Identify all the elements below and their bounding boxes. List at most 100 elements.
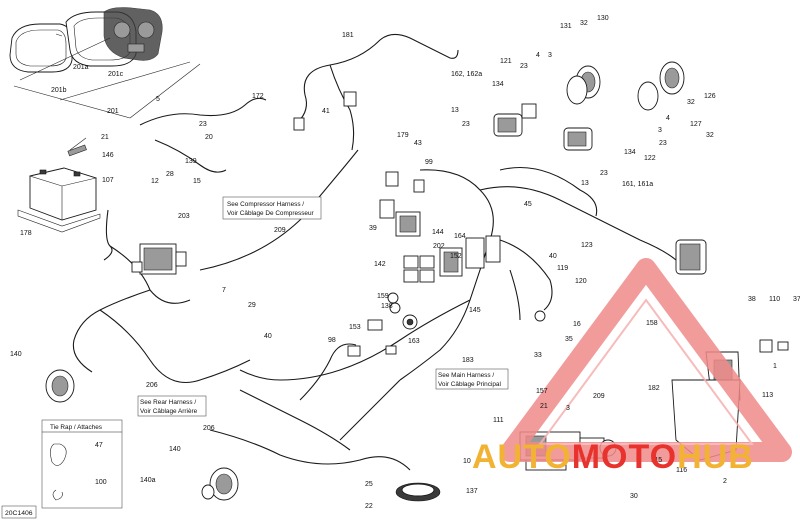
callout-c123: 123 — [581, 242, 593, 249]
tie-wrap-title: Tie Rap / Attaches — [50, 424, 102, 431]
callout-c140b: 140 — [169, 446, 181, 453]
callout-c206b: 206 — [203, 425, 215, 432]
callout-c20: 20 — [205, 134, 213, 141]
callout-c113: 113 — [762, 392, 773, 399]
callout-c111: 111 — [493, 417, 504, 424]
callout-c127: 127 — [690, 121, 702, 128]
callout-c28: 28 — [166, 171, 174, 178]
watermark-logo — [500, 258, 792, 462]
tie-wrap-box: Tie Rap / Attaches — [41, 419, 123, 509]
callout-c120: 120 — [575, 278, 587, 285]
callout-c140: 140 — [10, 351, 22, 358]
callout-c203: 203 — [178, 213, 190, 220]
svg-text:Voir Câblage Arrière: Voir Câblage Arrière — [140, 408, 198, 415]
watermark-text: AUTOMOTOHUB — [472, 438, 754, 476]
callout-c158: 158 — [646, 320, 658, 327]
callout-c23e: 23 — [659, 140, 667, 147]
callout-c12: 12 — [151, 178, 159, 185]
callout-c23d: 23 — [600, 170, 608, 177]
callout-c139: 139 — [185, 158, 197, 165]
callout-c162: 162, 162a — [451, 71, 482, 78]
callout-c3c: 3 — [566, 405, 570, 412]
instrument-cluster-assembly — [9, 7, 201, 119]
callout-c37: 37 — [793, 296, 800, 303]
callout-c43: 43 — [414, 140, 422, 147]
callout-c39: 39 — [369, 225, 377, 232]
callout-c23a: 23 — [199, 121, 207, 128]
svg-text:See Compressor Harness /: See Compressor Harness / — [227, 201, 304, 208]
callout-c131: 131 — [560, 23, 572, 30]
callout-c126: 126 — [704, 93, 716, 100]
note-main-harness: See Main Harness / Voir Câblage Principa… — [435, 368, 509, 390]
callout-c145: 145 — [469, 307, 481, 314]
callout-c7: 7 — [222, 287, 226, 294]
callout-c1: 1 — [773, 363, 777, 370]
callout-c40a: 40 — [549, 253, 557, 260]
callout-c179: 179 — [397, 132, 409, 139]
callout-c38: 38 — [748, 296, 756, 303]
callout-c21b: 21 — [540, 403, 548, 410]
callout-c4b: 4 — [666, 115, 670, 122]
svg-text:See Rear Harness /: See Rear Harness / — [140, 399, 196, 406]
callout-c10: 10 — [463, 458, 471, 465]
callout-c142: 142 — [374, 261, 386, 268]
callout-c201: 201 — [107, 108, 119, 115]
callout-c137: 137 — [466, 488, 478, 495]
svg-text:Voir Câblage Principal: Voir Câblage Principal — [438, 381, 501, 388]
callout-c134a: 134 — [492, 81, 504, 88]
callout-c4a: 4 — [536, 52, 540, 59]
callout-c157: 157 — [536, 388, 548, 395]
callout-c182: 182 — [648, 385, 660, 392]
callout-c146: 146 — [102, 152, 114, 159]
callout-c100: 100 — [95, 479, 107, 486]
callout-c159: 159 — [377, 293, 389, 300]
callout-c107: 107 — [102, 177, 114, 184]
callout-c25: 25 — [365, 481, 373, 488]
callout-c138: 138 — [381, 303, 393, 310]
callout-c3b: 3 — [658, 127, 662, 134]
battery-assembly — [17, 137, 101, 233]
callout-c33: 33 — [534, 352, 542, 359]
callout-c144: 144 — [432, 229, 444, 236]
callout-c21a: 21 — [101, 134, 109, 141]
callout-c153: 153 — [349, 324, 361, 331]
callout-c201a: 201a — [73, 64, 89, 71]
callout-c130: 130 — [597, 15, 609, 22]
callout-c122: 122 — [644, 155, 656, 162]
callout-c115: 115 — [651, 457, 662, 464]
callout-c181: 181 — [342, 32, 354, 39]
callout-c161: 161, 161a — [622, 181, 653, 188]
callout-c98: 98 — [328, 337, 336, 344]
callout-c5: 5 — [156, 96, 160, 103]
svg-text:See Main Harness /: See Main Harness / — [438, 372, 494, 379]
headlight-assemblies — [493, 61, 707, 322]
callout-c47: 47 — [95, 442, 103, 449]
callout-c2: 2 — [723, 478, 727, 485]
callout-c206a: 206 — [146, 382, 158, 389]
callout-c110: 110 — [769, 296, 780, 303]
callout-c201b: 201b — [51, 87, 67, 94]
module-203 — [131, 243, 187, 275]
callout-c178: 178 — [20, 230, 32, 237]
callout-c164: 164 — [454, 233, 466, 240]
svg-text:20C1406: 20C1406 — [5, 510, 33, 517]
callout-c209b: 209 — [593, 393, 605, 400]
callout-c119: 119 — [557, 265, 568, 272]
callout-c40b: 40 — [264, 333, 272, 340]
callout-c209: 209 — [274, 227, 286, 234]
callout-c15: 15 — [193, 178, 201, 185]
callout-c35: 35 — [565, 336, 573, 343]
callout-c22a: 22 — [365, 503, 373, 510]
callout-c13a: 13 — [451, 107, 459, 114]
lamps — [45, 369, 239, 501]
callout-c201c: 201c — [108, 71, 124, 78]
callout-c23c: 23 — [462, 121, 470, 128]
callout-c3a: 3 — [548, 52, 552, 59]
callout-c183: 183 — [462, 357, 474, 364]
fuse-relay-box — [293, 91, 501, 357]
ring-gear-137 — [395, 482, 441, 502]
diagram-code: 20C1406 — [1, 505, 37, 519]
svg-text:Voir Câblage De Compresseur: Voir Câblage De Compresseur — [227, 210, 315, 217]
